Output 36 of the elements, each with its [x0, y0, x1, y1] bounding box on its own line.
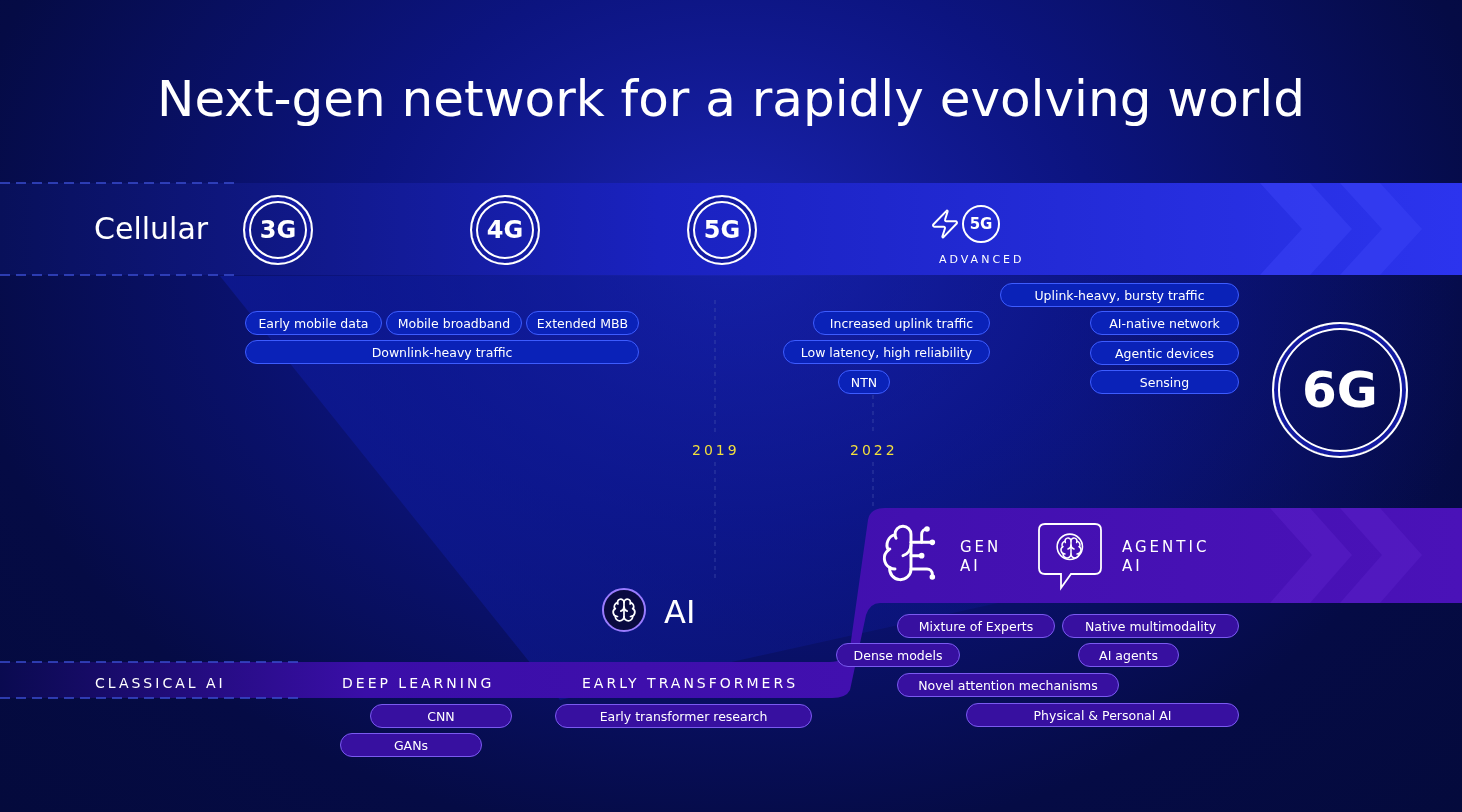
tag-pill: Uplink-heavy, bursty traffic	[1000, 283, 1239, 307]
tag-pill: Mixture of Experts	[897, 614, 1055, 638]
tag-pill: Novel attention mechanisms	[897, 673, 1119, 697]
section-label: AI	[664, 592, 696, 632]
section-label: GEN AI	[960, 538, 1003, 576]
tag-pill: Mobile broadband	[386, 311, 522, 335]
node-label: ADVANCED	[939, 253, 1025, 267]
tag-pill: GANs	[340, 733, 482, 757]
tag-pill: Low latency, high reliability	[783, 340, 990, 364]
tag-pill: Downlink-heavy traffic	[245, 340, 639, 364]
tag-pill: Extended MBB	[526, 311, 639, 335]
section-label: 2022	[850, 442, 898, 460]
generation-circle: 6G	[1272, 322, 1408, 458]
title: Next-gen network for a rapidly evolving world	[156, 70, 1306, 128]
tag-pill: NTN	[838, 370, 890, 394]
tag-pill: Early transformer research	[555, 704, 812, 728]
section-label: AGENTIC AI	[1122, 538, 1211, 576]
tag-pill: Native multimodality	[1062, 614, 1239, 638]
section-label: CLASSICAL AI	[95, 675, 226, 693]
tag-pill: AI agents	[1078, 643, 1179, 667]
tag-pill: Physical & Personal AI	[966, 703, 1239, 727]
section-label: EARLY TRANSFORMERS	[582, 675, 799, 693]
generation-circle: 4G	[470, 195, 540, 265]
tag-pill: Early mobile data	[245, 311, 382, 335]
tag-pill: Sensing	[1090, 370, 1239, 394]
tag-pill: Agentic devices	[1090, 341, 1239, 365]
tag-pill: Increased uplink traffic	[813, 311, 990, 335]
section-label: Cellular	[94, 210, 209, 248]
tag-pill: CNN	[370, 704, 512, 728]
tag-pill: AI-native network	[1090, 311, 1239, 335]
section-label: 2019	[692, 442, 740, 460]
section-label: DEEP LEARNING	[342, 675, 495, 693]
generation-circle: 3G	[243, 195, 313, 265]
generation-circle: 5G	[687, 195, 757, 265]
badge-circle: 5G	[962, 205, 1000, 243]
tag-pill: Dense models	[836, 643, 960, 667]
